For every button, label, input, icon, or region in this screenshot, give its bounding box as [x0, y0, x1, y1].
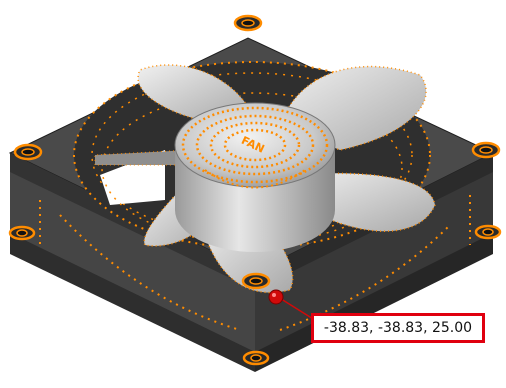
mounting-hole-icon [13, 143, 43, 161]
mounting-hole-icon [241, 272, 271, 290]
fan-hub: FAN [174, 102, 336, 252]
mounting-hole-icon [474, 224, 502, 240]
mounting-hole-icon [8, 225, 36, 241]
mounting-hole-icon [233, 14, 263, 32]
mounting-hole-icon [242, 350, 270, 366]
probe-coordinate-label: -38.83, -38.83, 25.00 [311, 313, 485, 343]
mounting-holes-top [13, 14, 501, 290]
mounting-holes-bottom [8, 224, 502, 366]
probe-coordinate-text: -38.83, -38.83, 25.00 [323, 320, 473, 336]
mounting-hole-icon [471, 141, 501, 159]
